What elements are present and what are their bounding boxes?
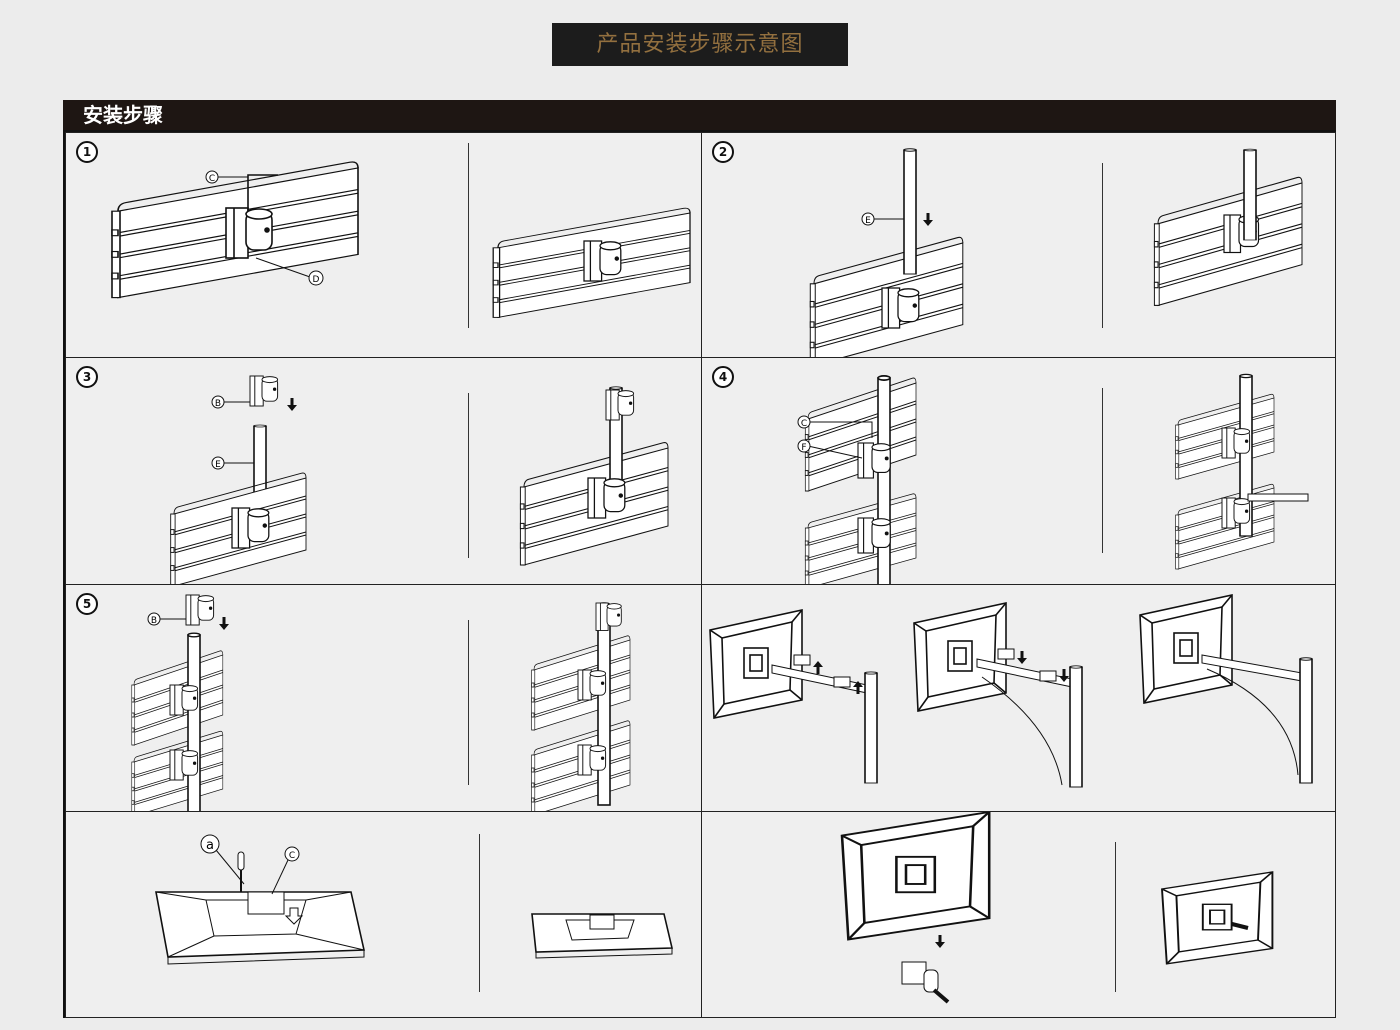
- step-2-panel: 2 E: [701, 132, 1336, 358]
- hang-monitor-panel: [701, 811, 1336, 1018]
- divider: [1115, 842, 1116, 992]
- divider: [1102, 388, 1103, 553]
- section-header: 安装步骤: [63, 100, 1336, 130]
- step-number: 3: [76, 366, 98, 388]
- page-title: 产品安装步骤示意图: [552, 23, 848, 66]
- step-number: 2: [712, 141, 734, 163]
- divider: [468, 143, 469, 328]
- monitor-arm-illustration: [709, 594, 1313, 788]
- callout-e: E: [865, 216, 871, 226]
- mount-plate-panel: a C: [65, 811, 702, 1018]
- step-number: 1: [76, 141, 98, 163]
- hang-monitor-illustration: [840, 812, 1274, 1004]
- step-3-panel: 3 B E: [65, 357, 702, 585]
- step-4-illustration: C F: [797, 373, 1309, 584]
- callout-b: B: [151, 616, 157, 626]
- step-1-panel: 1 C D: [65, 132, 702, 358]
- callout-c: C: [209, 174, 215, 184]
- callout-c: C: [289, 851, 295, 861]
- callout-a: a: [206, 838, 214, 853]
- step-2-illustration: E: [809, 147, 1303, 357]
- steps-grid: 1 C D 2 E: [63, 130, 1336, 1018]
- step-3-illustration: B E: [170, 375, 669, 584]
- callout-e: E: [215, 460, 221, 470]
- section-title: 安装步骤: [83, 103, 163, 127]
- divider: [468, 393, 469, 558]
- step-number: 5: [76, 593, 98, 615]
- monitor-arm-panel: [701, 584, 1336, 812]
- callout-b: B: [215, 399, 221, 409]
- divider: [1102, 163, 1103, 328]
- callout-f: F: [801, 443, 806, 453]
- callout-c: C: [801, 419, 807, 429]
- divider: [468, 620, 469, 785]
- step-5-illustration: B: [131, 594, 631, 811]
- mount-plate-illustration: a C: [155, 834, 674, 965]
- step-number: 4: [712, 366, 734, 388]
- divider: [479, 834, 480, 992]
- step-5-panel: 5 B: [65, 584, 702, 812]
- step-1-illustration: C D: [111, 161, 691, 319]
- step-4-panel: 4 C F: [701, 357, 1336, 585]
- callout-d: D: [313, 275, 320, 285]
